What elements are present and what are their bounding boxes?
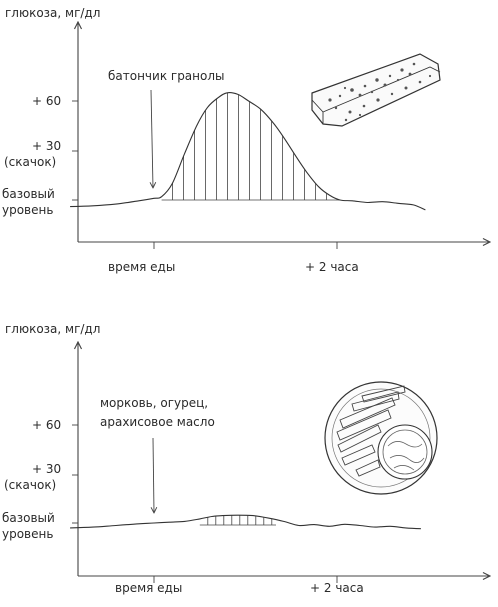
y-axis-label: глюкоза, мг/дл [5, 322, 100, 336]
y-tick-label: (скачок) [4, 155, 56, 169]
y-tick-label: + 30 [32, 462, 61, 476]
x-tick-label: время еды [108, 260, 175, 274]
glucose-curve [70, 514, 421, 530]
annotation-arrow [153, 437, 154, 513]
y-tick-label: + 60 [32, 418, 61, 432]
y-tick-label: базовый [2, 511, 55, 525]
glucose-curve [70, 92, 426, 211]
granola-bar-illustration [311, 53, 441, 127]
chart-vegetables: глюкоза, мг/дл + 60 + 30 (скачок) базовы… [2, 322, 490, 595]
y-tick-label: уровень [2, 527, 53, 541]
annotation-arrow [151, 89, 153, 188]
chart-granola: глюкоза, мг/дл + 60 + 30 (скачок) базовы… [2, 6, 490, 274]
y-tick-label: + 60 [32, 94, 61, 108]
x-tick-label: + 2 часа [310, 581, 364, 595]
annotation-text: батончик гранолы [108, 69, 225, 83]
y-tick-label: уровень [2, 203, 53, 217]
vegetable-plate-illustration [324, 381, 438, 495]
y-tick-label: базовый [2, 187, 55, 201]
y-tick-label: + 30 [32, 139, 61, 153]
x-tick-label: + 2 часа [305, 260, 359, 274]
y-tick-label: (скачок) [4, 478, 56, 492]
hatch-lines [199, 515, 276, 526]
annotation-text: арахисовое масло [100, 415, 215, 429]
y-axis-label: глюкоза, мг/дл [5, 6, 100, 20]
annotation-text: морковь, огурец, [100, 396, 208, 410]
x-tick-label: время еды [115, 581, 182, 595]
